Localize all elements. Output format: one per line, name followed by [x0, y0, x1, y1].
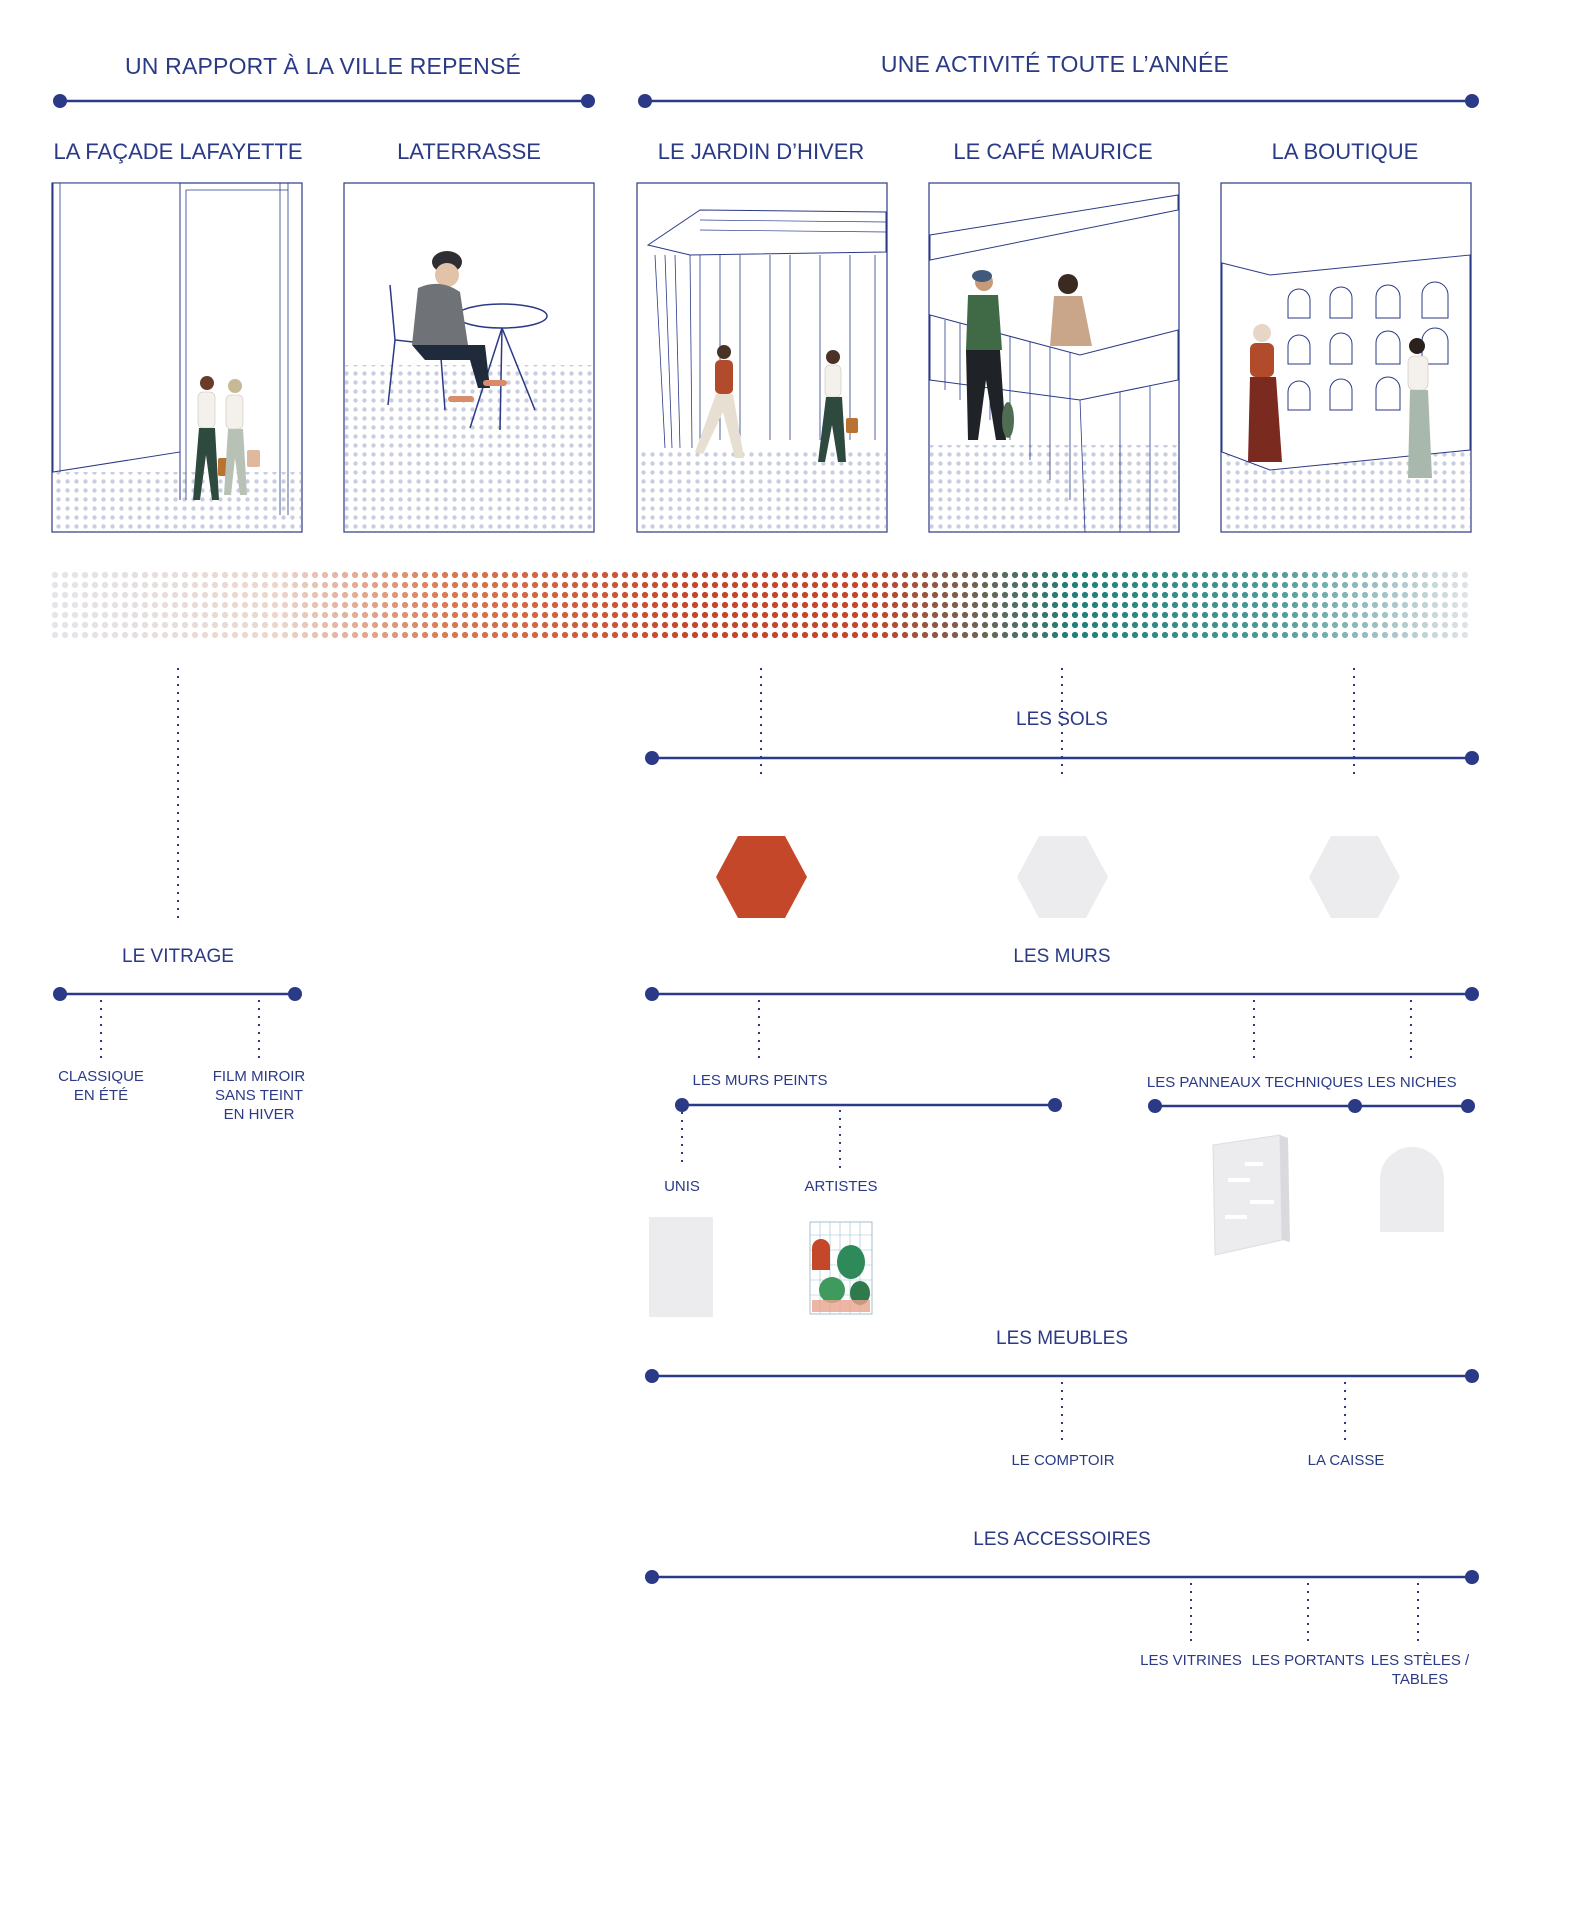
sols-end-dot	[1465, 751, 1479, 765]
murs-peints-start-dot	[675, 1098, 689, 1112]
header-left-start-dot	[53, 94, 67, 108]
panel-title-cafe: LE CAFÉ MAURICE	[953, 139, 1152, 164]
accessoires-vitrines-label: LES VITRINES	[1140, 1652, 1242, 1669]
accessoires-start-dot	[645, 1570, 659, 1584]
murs-peints-title: LES MURS PEINTS	[692, 1072, 827, 1089]
header-right-start-dot	[638, 94, 652, 108]
murs-section: LES MURS LES MURS PEINTS UNIS ARTISTES	[645, 946, 1479, 1317]
arch-niche-icon	[1380, 1147, 1444, 1232]
sols-start-dot	[645, 751, 659, 765]
vitrage-title: LE VITRAGE	[122, 946, 234, 967]
murs-panneaux-title: LES PANNEAUX TECHNIQUES	[1147, 1074, 1363, 1091]
sols-swatch-grey-2	[1309, 836, 1400, 918]
murs-peints-end-dot	[1048, 1098, 1062, 1112]
vitrage-start-dot	[53, 987, 67, 1001]
murs-start-dot	[645, 987, 659, 1001]
vitrage-item-film-line2: SANS TEINT	[215, 1087, 303, 1104]
color-gradient-band	[52, 568, 1472, 638]
technical-panel-icon	[1212, 1134, 1290, 1256]
sols-swatch-grey-1	[1017, 836, 1108, 918]
murs-artistes-label: ARTISTES	[804, 1178, 877, 1195]
accessoires-section: LES ACCESSOIRES LES VITRINES LES PORTANT…	[645, 1529, 1479, 1688]
vitrage-item-classique-line2: EN ÉTÉ	[74, 1087, 128, 1104]
header-right-end-dot	[1465, 94, 1479, 108]
header-right-title: UNE ACTIVITÉ TOUTE L’ANNÉE	[881, 51, 1229, 77]
panel-title-terrasse: LATERRASSE	[397, 139, 541, 164]
terrace-seated-man-illustration	[343, 182, 595, 533]
header-left-group: UN RAPPORT À LA VILLE REPENSÉ	[53, 53, 595, 108]
vitrage-end-dot	[288, 987, 302, 1001]
murs-panneaux-start-dot	[1148, 1099, 1162, 1113]
plain-panel-swatch	[649, 1217, 713, 1317]
sols-swatch-terracotta	[716, 836, 807, 918]
vitrage-section: LE VITRAGE CLASSIQUE EN ÉTÉ FILM MIROIR …	[53, 946, 305, 1123]
accessoires-steles-line1: LES STÈLES /	[1371, 1652, 1470, 1669]
vitrage-item-classique-line1: CLASSIQUE	[58, 1068, 144, 1085]
panel-title-facade: LA FAÇADE LAFAYETTE	[53, 139, 302, 164]
boutique-niches-illustration	[1220, 182, 1472, 533]
murs-panneaux-mid-dot	[1348, 1099, 1362, 1113]
murs-niches-end-dot	[1461, 1099, 1475, 1113]
meubles-title: LES MEUBLES	[996, 1328, 1128, 1349]
murs-end-dot	[1465, 987, 1479, 1001]
header-left-title: UN RAPPORT À LA VILLE REPENSÉ	[125, 53, 521, 79]
meubles-start-dot	[645, 1369, 659, 1383]
header-left-end-dot	[581, 94, 595, 108]
meubles-end-dot	[1465, 1369, 1479, 1383]
meubles-section: LES MEUBLES LE COMPTOIR LA CAISSE	[645, 1328, 1479, 1469]
murs-unis-label: UNIS	[664, 1178, 700, 1195]
murs-title: LES MURS	[1013, 946, 1110, 967]
accessoires-end-dot	[1465, 1570, 1479, 1584]
vitrage-item-film-line3: EN HIVER	[224, 1106, 295, 1123]
header-right-group: UNE ACTIVITÉ TOUTE L’ANNÉE	[638, 51, 1479, 108]
accessoires-portants-label: LES PORTANTS	[1252, 1652, 1365, 1669]
panel-title-boutique: LA BOUTIQUE	[1272, 139, 1419, 164]
facade-doorway-illustration	[51, 182, 303, 533]
meubles-comptoir-label: LE COMPTOIR	[1011, 1452, 1114, 1469]
winter-garden-glass-illustration	[636, 182, 888, 533]
accessoires-title: LES ACCESSOIRES	[973, 1529, 1150, 1550]
meubles-caisse-label: LA CAISSE	[1308, 1452, 1385, 1469]
cafe-counter-illustration	[928, 182, 1180, 533]
sols-section: LES SOLS	[645, 709, 1479, 918]
artist-mural-swatch	[809, 1221, 873, 1315]
panel-title-jardin: LE JARDIN D’HIVER	[658, 139, 865, 164]
sols-title: LES SOLS	[1016, 709, 1108, 730]
vitrage-item-film-line1: FILM MIROIR	[213, 1068, 306, 1085]
accessoires-steles-line2: TABLES	[1392, 1671, 1448, 1688]
murs-niches-title: LES NICHES	[1367, 1074, 1456, 1091]
